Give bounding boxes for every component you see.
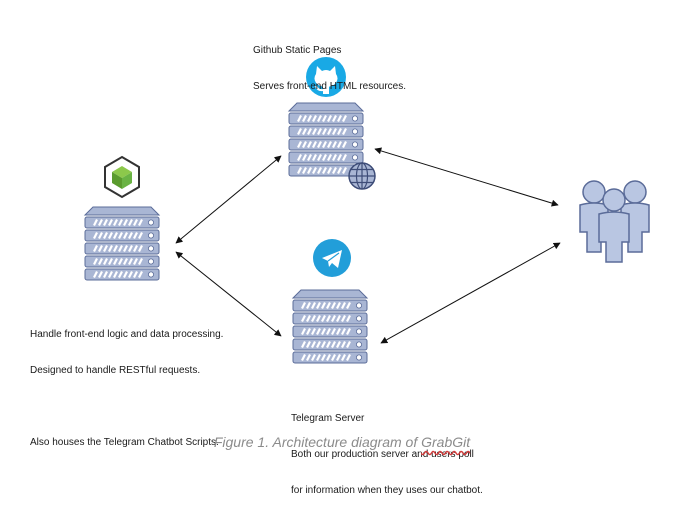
telegram-line-2: for information when they uses our chatb… [291, 485, 483, 496]
telegram-title: Telegram Server [291, 413, 365, 424]
telegram-line-1: Both our production server and users pol… [291, 449, 474, 460]
connector-telegram-users [380, 242, 561, 344]
backend-line-3: Also houses the Telegram Chatbot Scripts… [30, 437, 219, 448]
connector-backend-telegram [175, 251, 282, 337]
backend-line-2: Designed to handle RESTful requests. [30, 365, 201, 376]
github-node-label: Github Static Pages Serves front-end HTM… [253, 21, 406, 105]
github-title: Github Static Pages [253, 45, 342, 56]
backend-node-label: Handle front-end logic and data processi… [30, 305, 223, 461]
users-group-icon [579, 180, 650, 263]
globe-icon [348, 162, 376, 190]
nodejs-hexagon-icon [104, 155, 140, 199]
backend-line-1: Handle front-end logic and data processi… [30, 329, 224, 340]
architecture-diagram [0, 57, 650, 475]
github-server [289, 103, 363, 176]
backend-server [85, 207, 159, 280]
connector-backend-github [175, 155, 282, 244]
figure-caption: Figure 1. Architecture diagram of GrabGi… [0, 434, 684, 450]
github-octocat-icon [306, 57, 346, 97]
github-description: Serves front-end HTML resources. [253, 81, 407, 92]
caption-app-name: GrabGit [421, 434, 471, 450]
caption-prefix: Figure 1. Architecture diagram of [213, 434, 422, 450]
telegram-server [293, 290, 367, 363]
telegram-icon [313, 239, 351, 277]
connector-github-users [374, 147, 559, 207]
